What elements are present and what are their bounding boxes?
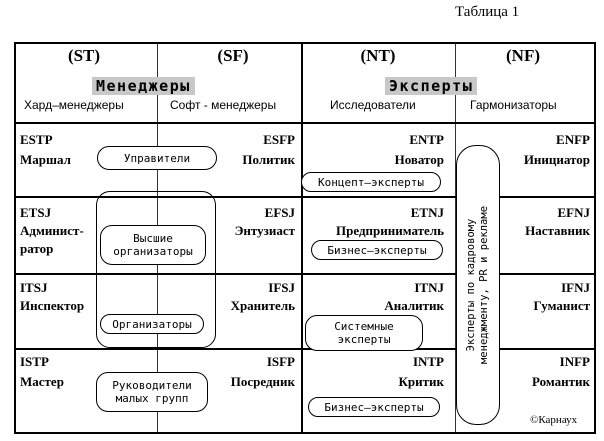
role-etsj-line2: ратор xyxy=(20,241,54,256)
group-nf: (NF) xyxy=(506,46,540,65)
pill-business-experts-2: Бизнес–эксперты xyxy=(308,397,440,417)
role-entp: Новатор xyxy=(394,152,444,167)
pill-hr-pr-line1: Эксперты по кадровому xyxy=(465,218,477,352)
code-istp: ISTP xyxy=(20,354,49,369)
experts-band: Эксперты xyxy=(385,77,478,95)
code-isfp: ISFP xyxy=(266,354,295,369)
pill-concept-experts: Концепт–эксперты xyxy=(301,172,441,192)
column-divider-main xyxy=(301,44,303,432)
code-efsj: EFSJ xyxy=(264,205,295,220)
role-istp: Мастер xyxy=(20,374,64,389)
pill-senior-line1: Высшие xyxy=(133,232,173,245)
role-intp: Критик xyxy=(398,374,444,389)
pill-hr-pr-text: Эксперты по кадровому менеджменту, PR и … xyxy=(465,206,491,364)
code-efnj: EFNJ xyxy=(557,205,591,220)
role-isfp: Посредник xyxy=(230,374,295,389)
pill-organizers: Организаторы xyxy=(100,314,204,334)
pill-small-line2: малых групп xyxy=(115,392,189,405)
header-divider xyxy=(16,122,594,124)
code-enfp: ENFP xyxy=(556,132,590,147)
copyright-note: ©Карнаух xyxy=(530,414,578,426)
code-ifsj: IFSJ xyxy=(268,280,295,295)
pill-senior-organizers: Высшие организаторы xyxy=(100,225,206,265)
role-efsj: Энтузиаст xyxy=(234,223,295,238)
table-caption: Таблица 1 xyxy=(455,4,520,20)
subheader-researchers: Исследователи xyxy=(330,98,416,112)
group-sf: (SF) xyxy=(217,46,249,65)
role-itsj: Инспектор xyxy=(20,298,85,313)
role-infp: Романтик xyxy=(532,374,590,389)
pill-managers-top: Управители xyxy=(97,146,217,170)
pill-senior-line2: организаторы xyxy=(113,245,193,258)
code-infp: INFP xyxy=(559,354,590,369)
code-entp: ENTP xyxy=(409,132,444,147)
pill-system-experts: Системные эксперты xyxy=(305,315,423,351)
subheader-hard: Хард–менеджеры xyxy=(24,98,124,112)
role-esfp: Политик xyxy=(242,152,295,167)
row-divider-2 xyxy=(16,273,594,275)
group-st: (ST) xyxy=(67,46,101,65)
role-enfp: Инициатор xyxy=(523,152,590,167)
pill-system-line2: эксперты xyxy=(337,333,391,346)
pill-small-line1: Руководители xyxy=(112,379,192,392)
code-esfp: ESFP xyxy=(263,132,295,147)
role-ifsj: Хранитель xyxy=(230,298,295,313)
subheader-harmonizers: Гармонизаторы xyxy=(470,98,557,112)
role-efnj: Наставник xyxy=(525,223,590,238)
code-estp: ESTP xyxy=(20,132,53,147)
pill-small-groups: Руководители малых групп xyxy=(96,372,208,412)
row-divider-3 xyxy=(16,348,594,350)
role-itnj: Аналитик xyxy=(384,298,444,313)
subheader-soft: Софт - менеджеры xyxy=(170,98,277,112)
pill-hr-pr-experts: Эксперты по кадровому менеджменту, PR и … xyxy=(456,145,500,425)
code-intp: INTP xyxy=(412,354,444,369)
senior-group-outline xyxy=(96,191,216,348)
code-etnj: ETNJ xyxy=(410,205,444,220)
pill-system-line1: Системные xyxy=(334,320,394,333)
role-estp: Маршал xyxy=(20,152,71,167)
managers-band: Менеджеры xyxy=(92,77,195,95)
role-etsj-line1: Админист- xyxy=(20,223,84,238)
code-itsj: ITSJ xyxy=(20,280,48,295)
code-ifnj: IFNJ xyxy=(561,280,590,295)
code-etsj: ETSJ xyxy=(20,205,52,220)
group-nt: (NT) xyxy=(360,46,396,65)
role-etnj: Предприниматель xyxy=(336,223,444,238)
row-divider-1 xyxy=(16,196,594,198)
code-itnj: ITNJ xyxy=(414,280,444,295)
pill-business-experts-1: Бизнес–эксперты xyxy=(311,240,443,260)
role-ifnj: Гуманист xyxy=(533,298,590,313)
pill-hr-pr-line2: менеджменту, PR и рекламе xyxy=(478,205,490,365)
column-divider-right xyxy=(455,44,456,432)
